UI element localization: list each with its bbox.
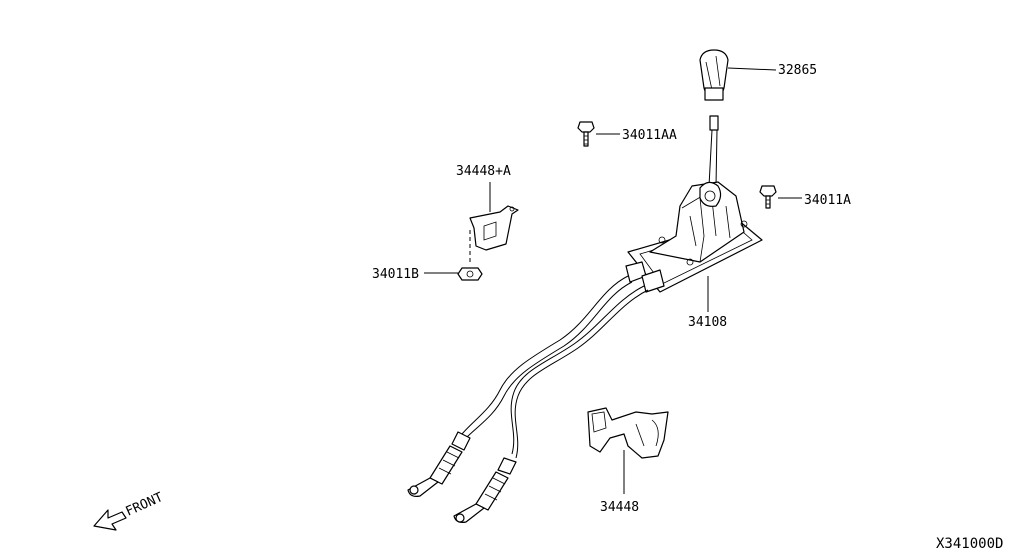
label-34448: 34448 (600, 500, 639, 515)
front-direction-arrow-icon (93, 509, 127, 531)
cable-end-2[interactable] (453, 457, 517, 523)
control-device-assembly[interactable] (625, 181, 763, 293)
bracket-34448[interactable] (587, 407, 669, 459)
shift-lever-shaft (708, 115, 719, 187)
nut-34011b[interactable] (457, 267, 483, 281)
bolt-34011a[interactable] (759, 185, 777, 209)
shift-knob[interactable] (699, 49, 729, 101)
leader-knob (727, 67, 777, 71)
label-34011aa: 34011AA (622, 128, 677, 143)
label-34011b: 34011B (372, 267, 419, 282)
front-label: FRONT (124, 490, 166, 520)
label-34448-a: 34448+A (456, 164, 511, 179)
label-knob: 32865 (778, 63, 817, 78)
bracket-34448-a[interactable] (469, 205, 519, 251)
label-34108: 34108 (688, 315, 727, 330)
bolt-34011aa[interactable] (577, 121, 595, 147)
cable-end-1[interactable] (407, 431, 471, 497)
label-34011a: 34011A (804, 193, 851, 208)
shift-cables (461, 275, 649, 459)
diagram-code: X341000D (936, 536, 1003, 552)
